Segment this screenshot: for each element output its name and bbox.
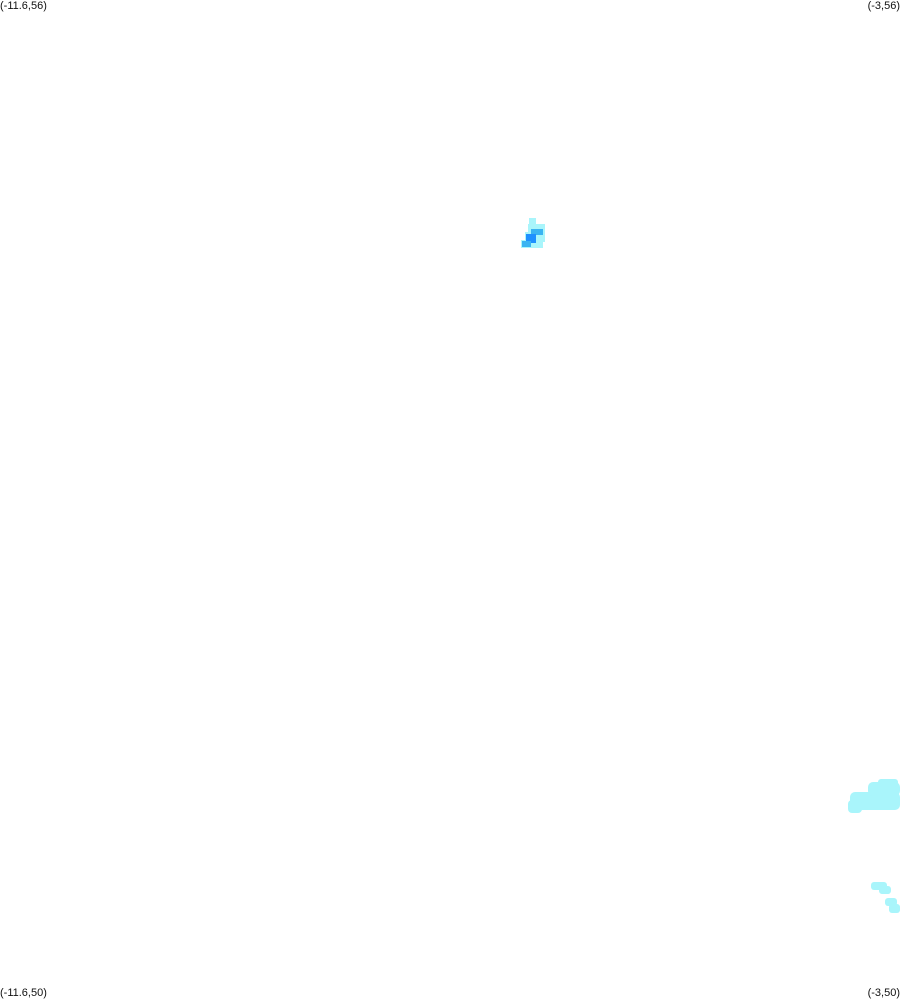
cell-light — [878, 779, 898, 787]
cell-light — [528, 224, 545, 232]
cell-light — [521, 240, 543, 248]
cell-deep — [526, 234, 536, 243]
corner-coordinate-bottom-left: (-11.6,50) — [0, 987, 47, 999]
corner-coordinate-bottom-right: (-3,50) — [867, 987, 900, 999]
cell-light — [889, 904, 900, 913]
cell-mid — [522, 241, 531, 247]
cell-mid — [531, 229, 543, 235]
corner-coordinate-top-right: (-3,56) — [867, 0, 900, 12]
cell-light — [850, 792, 900, 810]
data-cluster-center — [521, 218, 545, 248]
data-cluster-east — [848, 779, 900, 813]
data-cluster-south-east — [871, 882, 900, 913]
corner-coordinate-top-left: (-11.6,56) — [0, 0, 47, 12]
cell-light — [879, 886, 891, 894]
cell-light — [529, 218, 536, 224]
cell-light — [848, 800, 862, 813]
